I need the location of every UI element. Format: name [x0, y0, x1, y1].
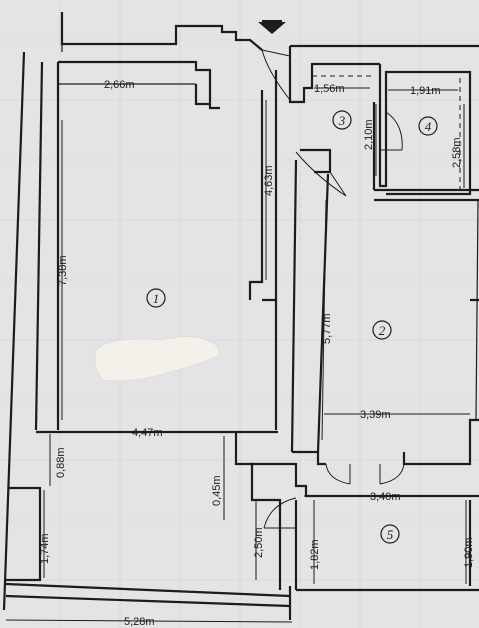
room2-walls — [290, 159, 479, 466]
dim-label: 1,91m — [410, 85, 441, 97]
room5-walls — [250, 462, 479, 592]
dim-label: 2,50m — [253, 527, 265, 558]
entrance-arrow-icon — [258, 20, 286, 34]
dim-label: 7,38m — [57, 255, 69, 286]
svg-text:4: 4 — [425, 119, 432, 134]
dimension-labels: 2,66m 1,56m 1,91m 2,10m 2,58m 4,63m 7,38… — [39, 79, 475, 628]
svg-text:5: 5 — [387, 527, 394, 542]
dim-label: 2,10m — [363, 119, 375, 150]
svg-text:3: 3 — [338, 113, 346, 128]
dim-label: 5,28m — [124, 616, 155, 628]
dim-label: 1,90m — [463, 537, 475, 568]
dim-label: 1,82m — [309, 539, 321, 570]
outer-walls — [2, 12, 292, 620]
room-1-marker: 1 — [146, 288, 166, 308]
dim-label: 3,40m — [370, 491, 401, 503]
dim-label: 1,74m — [39, 533, 51, 564]
dim-label: 0,45m — [211, 475, 223, 506]
dim-label: 5,77m — [321, 313, 333, 344]
room-2-marker: 2 — [372, 320, 392, 340]
room-5-marker: 5 — [380, 524, 400, 544]
dim-label: 4,63m — [263, 165, 275, 196]
svg-text:1: 1 — [153, 291, 160, 306]
room-3-marker: 3 — [332, 110, 352, 130]
room-markers: 1 2 3 4 5 — [146, 110, 438, 544]
dim-label: 2,58m — [451, 137, 463, 168]
dim-label: 2,66m — [104, 79, 135, 91]
dim-label: 4,47m — [132, 427, 163, 439]
paint-blot — [94, 336, 220, 382]
svg-text:2: 2 — [379, 323, 386, 338]
service-block — [288, 44, 479, 202]
dimension-lines — [5, 83, 470, 623]
doors — [261, 49, 405, 529]
dim-label: 0,88m — [55, 447, 67, 478]
dim-label: 3,39m — [360, 409, 391, 421]
dim-label: 1,56m — [314, 83, 345, 95]
room-4-marker: 4 — [418, 116, 438, 136]
